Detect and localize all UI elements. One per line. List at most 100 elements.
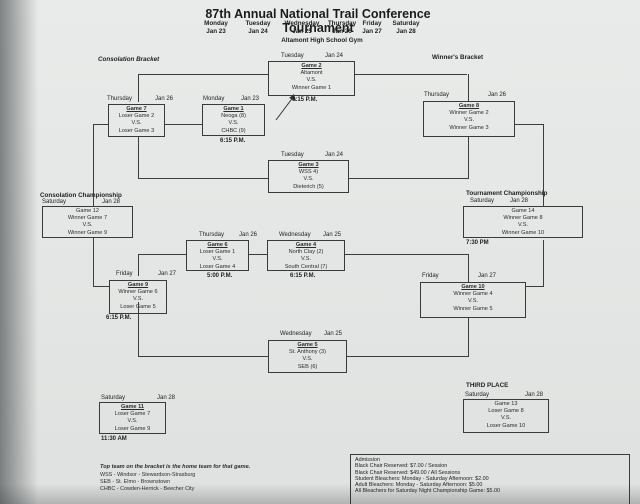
- bracket-line: [138, 178, 268, 179]
- game-13-box: Game 13 Loser Game 8 V.S. Loser Game 10: [463, 399, 549, 433]
- game-date: Jan 24: [324, 152, 343, 158]
- versus-text: V.S.: [306, 77, 317, 84]
- abbreviation-note: SEB - St. Elmo - Brownstown: [100, 479, 171, 485]
- home-team-note: Top team on the bracket is the home team…: [100, 464, 251, 470]
- team-line: North Clay (2): [288, 249, 324, 256]
- versus-text: V.S.: [82, 222, 93, 229]
- team-line: Dieterich (5): [293, 183, 324, 190]
- bracket-line: [468, 318, 469, 356]
- game-8-box: Game 8 Winner Game 2 V.S. Winner Game 3: [423, 101, 515, 137]
- game-name: Game 4: [295, 242, 317, 248]
- game-1-box: Game 1 Neoga (8) V.S. CHBC (9): [202, 104, 265, 136]
- game-day: Friday: [422, 273, 439, 279]
- game-day: Thursday: [107, 96, 133, 102]
- bracket-line: [93, 124, 94, 206]
- schedule-day: Tuesday: [245, 20, 271, 27]
- bracket-line: [138, 74, 268, 75]
- team-line: Loser Game 9: [114, 425, 151, 432]
- game-3-header: Tuesday Jan 24: [281, 152, 343, 158]
- game-date: Jan 27: [157, 271, 176, 277]
- game-5-box: Game 5 St. Anthony (3) V.S. SEB (6): [268, 340, 347, 373]
- game-10-box: Game 10 Winner Game 4 V.S. Winner Game 5: [420, 282, 526, 318]
- team-line: CHBC (9): [221, 127, 246, 134]
- game-8-header: Thursday Jan 26: [424, 92, 506, 98]
- bracket-line: [93, 238, 94, 286]
- game-10-header: Friday Jan 27: [422, 273, 496, 279]
- bracket-line: [543, 240, 544, 286]
- game-date: Jan 26: [487, 92, 506, 98]
- game-date: Jan 28: [509, 198, 528, 204]
- bracket-line: [93, 124, 108, 125]
- team-line: Winner Game 1: [291, 84, 332, 91]
- game-name: Game 5: [297, 342, 318, 348]
- versus-text: V.S.: [467, 298, 479, 305]
- bracket-line: [347, 356, 469, 357]
- venue-label: Altamont High School Gym: [281, 37, 363, 44]
- bracket-line: [249, 254, 267, 255]
- consolation-bracket-label: Consolation Bracket: [98, 56, 160, 63]
- versus-text: V.S.: [302, 356, 313, 363]
- game-day: Wednesday: [279, 232, 311, 238]
- game-5-header: Wednesday Jan 25: [280, 331, 342, 337]
- team-line: Altamont: [300, 70, 323, 77]
- schedule-date: Jan 28: [396, 28, 416, 35]
- game-11-box: Game 11 Loser Game 7 V.S. Loser Game 9: [99, 402, 166, 434]
- game-day: Wednesday: [280, 331, 312, 337]
- game-day: Tuesday: [281, 152, 304, 158]
- game-date: Jan 25: [322, 232, 341, 238]
- team-line: Winner Game 5: [453, 305, 493, 312]
- game-day: Tuesday: [281, 53, 304, 59]
- game-9-box: Game 9 Winner Game 6 V.S. Loser Game 5: [109, 280, 167, 314]
- bracket-line: [515, 124, 543, 125]
- game-date: Jan 27: [477, 273, 496, 279]
- game-2-box: Game 2 Altamont V.S. Winner Game 1: [268, 61, 355, 96]
- game-name: Game 11: [120, 404, 144, 410]
- game-date: Jan 28: [156, 395, 175, 401]
- game-day: Monday: [203, 96, 225, 102]
- game-name: Game 14: [511, 208, 535, 214]
- team-line: Winner Game 7: [67, 215, 108, 222]
- team-line: South Central (7): [284, 263, 328, 270]
- game-time: 7:30 PM: [466, 240, 489, 246]
- game-time: 6:15 P.M.: [220, 138, 246, 144]
- winners-bracket-label: Winner's Bracket: [432, 54, 484, 61]
- schedule-date: Jan 24: [248, 28, 268, 35]
- team-line: Winner Game 3: [449, 124, 489, 131]
- team-line: Neoga (8): [221, 113, 246, 120]
- tournament-championship-label: Tournament Championship: [466, 190, 548, 197]
- team-line: Winner Game 4: [453, 291, 493, 298]
- team-line: Loser Game 1: [199, 249, 236, 256]
- abbreviation-note: WSS - Windsor - Stewardson-Strasburg: [100, 472, 196, 478]
- game-time: 6:15 P.M.: [106, 315, 132, 321]
- bracket-line: [543, 124, 544, 206]
- team-line: Loser Game 7: [114, 411, 151, 418]
- schedule-day: Wednesday: [284, 20, 320, 27]
- bracket-line: [138, 254, 186, 255]
- team-line: Winner Game 8: [503, 215, 543, 222]
- game-day: Thursday: [424, 92, 450, 98]
- game-name: Game 6: [207, 242, 228, 248]
- game-7-box: Game 7 Loser Game 2 V.S. Loser Game 3: [108, 104, 165, 137]
- game-date: Jan 25: [323, 331, 342, 337]
- versus-text: V.S.: [517, 222, 529, 229]
- game-name: Game 3: [298, 162, 319, 168]
- admission-box: Admission Black Chair Reserved: $7.00 / …: [350, 454, 630, 504]
- game-day: Thursday: [199, 232, 225, 238]
- team-line: SEB (6): [297, 363, 318, 370]
- game-date: Jan 24: [324, 53, 343, 59]
- game-date: Jan 26: [154, 96, 173, 102]
- bracket-line: [355, 74, 467, 75]
- game-name: Game 13: [494, 401, 518, 407]
- team-line: Loser Game 3: [118, 127, 155, 134]
- team-line: Winner Game 6: [118, 289, 158, 296]
- versus-text: V.S.: [228, 120, 239, 127]
- game-day: Saturday: [101, 395, 126, 401]
